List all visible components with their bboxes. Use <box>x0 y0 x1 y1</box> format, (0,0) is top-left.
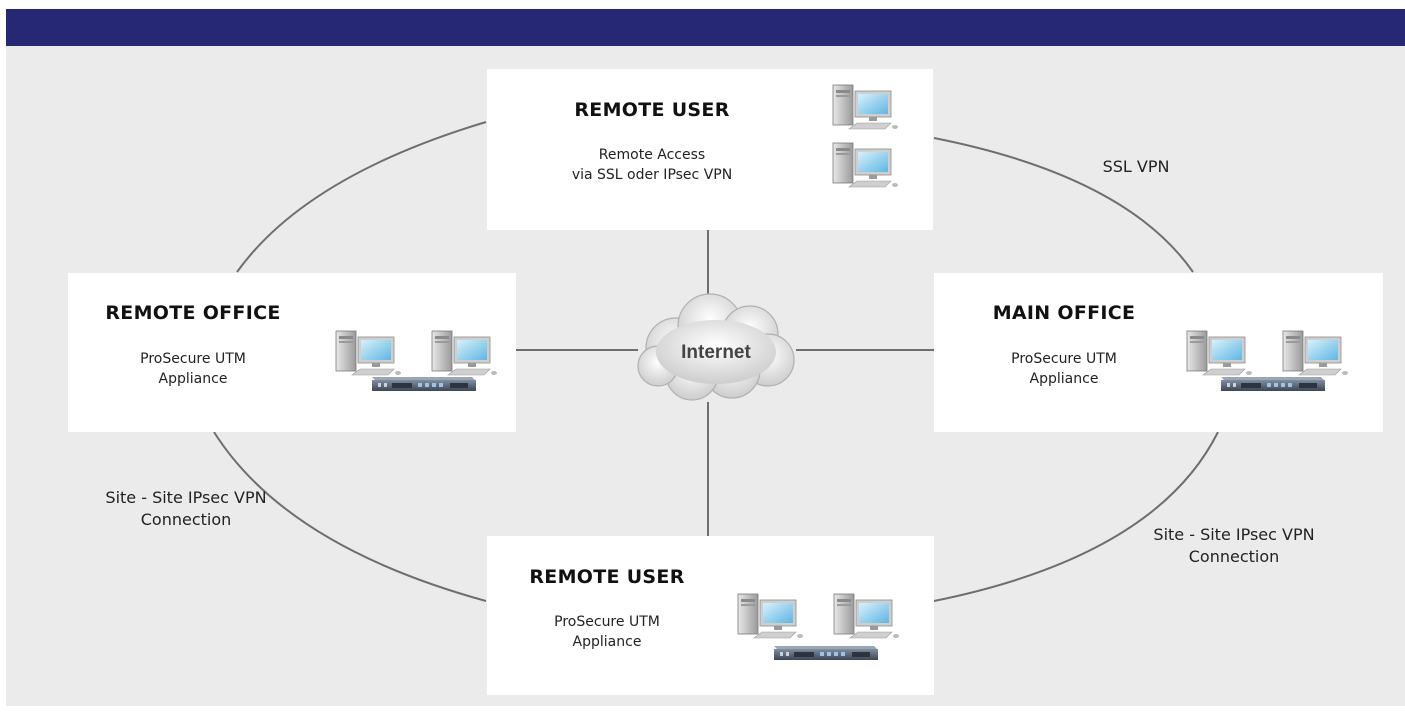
utm-appliance-icon <box>770 640 880 662</box>
node-title: MAIN OFFICE <box>992 302 1136 324</box>
cloud-icon: Internet <box>637 293 795 401</box>
desktop-computer-icon <box>827 83 907 133</box>
remote-office-box: REMOTE OFFICE ProSecure UTM Appliance <box>68 273 516 432</box>
node-subtitle: ProSecure UTM Appliance <box>140 351 246 387</box>
ssl-vpn-label: SSL VPN <box>1102 157 1170 176</box>
node-subtitle: Remote Access via SSL oder IPsec VPN <box>571 147 733 183</box>
desktop-computer-icon <box>827 141 907 191</box>
remote-user-bottom-box: REMOTE USER ProSecure UTM Appliance <box>487 536 934 695</box>
ring-arc-bottom-right <box>933 431 1219 602</box>
ring-arc-top-right <box>933 137 1194 273</box>
desktop-computer-icon <box>828 592 908 642</box>
left-vpn-label: Site - Site IPsec VPN Connection <box>105 488 267 529</box>
node-title: REMOTE OFFICE <box>105 302 281 324</box>
node-subtitle: ProSecure UTM Appliance <box>554 614 660 650</box>
node-title: REMOTE USER <box>529 566 685 588</box>
node-subtitle: ProSecure UTM Appliance <box>1011 351 1117 387</box>
desktop-computer-icon <box>732 592 812 642</box>
remote-user-top-box: REMOTE USER Remote Access via SSL oder I… <box>487 69 933 230</box>
internet-label: Internet <box>681 342 751 363</box>
main-office-box: MAIN OFFICE ProSecure UTM Appliance <box>934 273 1383 432</box>
diagram-canvas: REMOTE USER Remote Access via SSL oder I… <box>6 46 1405 706</box>
utm-appliance-icon <box>368 371 478 393</box>
node-title: REMOTE USER <box>574 99 730 121</box>
utm-appliance-icon <box>1217 371 1327 393</box>
ring-arc-top-left <box>236 121 487 273</box>
header-bar <box>6 9 1405 46</box>
ring-arc-bottom-left <box>213 431 487 602</box>
right-vpn-label: Site - Site IPsec VPN Connection <box>1153 525 1315 566</box>
